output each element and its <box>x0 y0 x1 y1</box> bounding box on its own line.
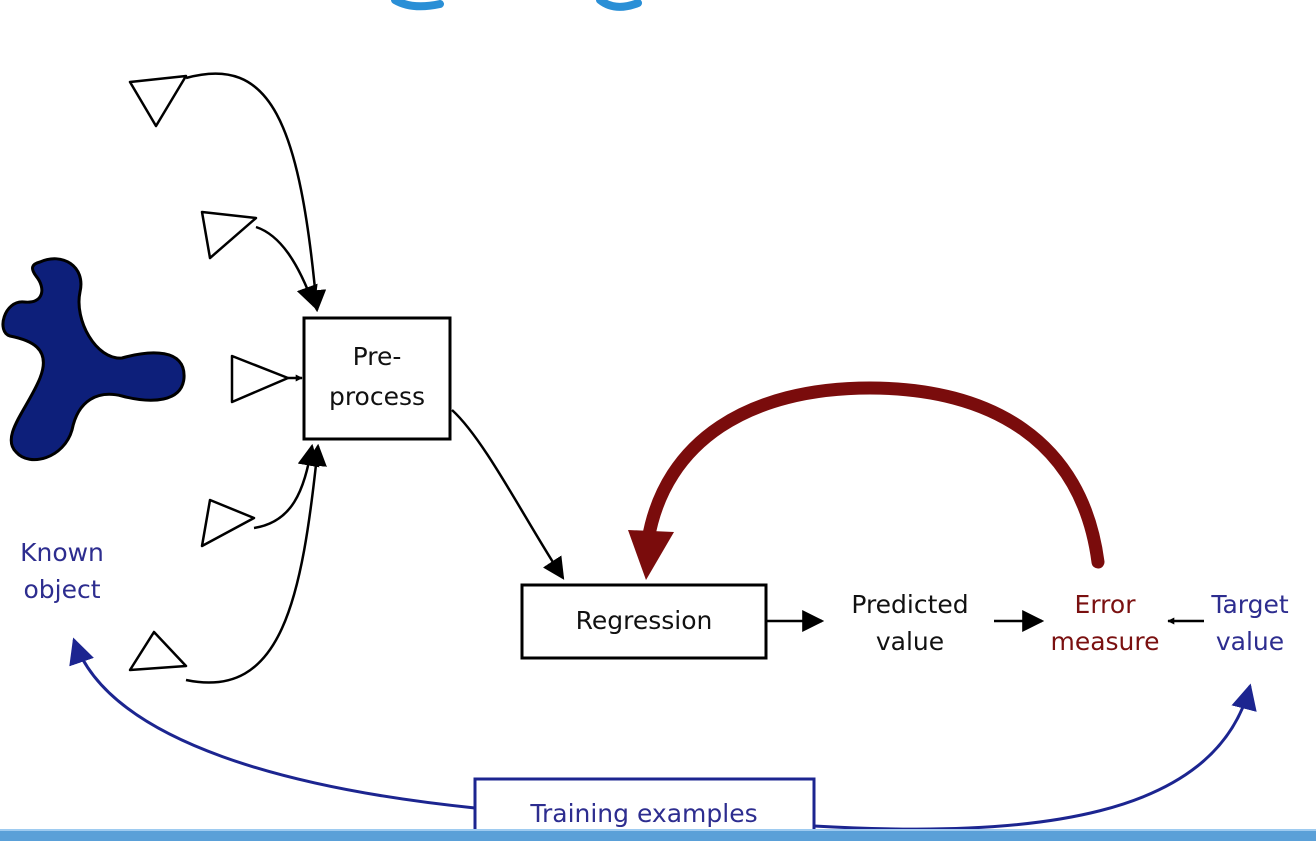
predicted-value-line1: Predicted <box>851 590 968 619</box>
training-to-known-object-arrow <box>69 637 476 810</box>
sensor-connections <box>185 72 327 684</box>
regression-box <box>520 583 768 660</box>
regression-label: Regression <box>576 606 713 635</box>
sensor-5-icon <box>128 630 188 672</box>
preprocess-box <box>302 316 452 441</box>
target-value-line2: value <box>1216 627 1284 656</box>
predicted-value-line2: value <box>876 627 944 656</box>
feedback-arrowhead <box>628 530 674 580</box>
sensor-1-icon <box>128 74 188 128</box>
known-object-line2: object <box>23 575 100 604</box>
bottom-strip <box>0 829 1316 841</box>
preprocess-label-line2: process <box>329 382 425 411</box>
sensor-3-icon <box>230 354 290 404</box>
preprocess-label-line1: Pre- <box>353 342 402 371</box>
title-fragment <box>391 0 642 11</box>
sensor-4-icon <box>200 498 256 548</box>
sensor-4-arrow <box>253 443 320 530</box>
sensor-1-arrow <box>185 72 327 313</box>
sensor-5-arrow <box>185 443 327 684</box>
sensor-2-arrow <box>255 225 318 309</box>
target-value-line1: Target <box>1210 590 1289 619</box>
known-object-shape <box>1 257 186 462</box>
training-examples-label: Training examples <box>529 799 757 828</box>
sensor-2-icon <box>200 210 258 260</box>
preprocess-to-regression-arrow <box>451 409 565 580</box>
preprocess-node: Pre- process <box>302 316 452 441</box>
regression-node: Regression <box>520 583 768 660</box>
training-to-target-arrow <box>813 683 1257 831</box>
error-measure-line1: Error <box>1075 590 1137 619</box>
feedback-arrow <box>628 381 1105 580</box>
known-object-line1: Known <box>20 538 104 567</box>
sensor-icons <box>128 74 290 672</box>
error-measure-line2: measure <box>1050 627 1159 656</box>
